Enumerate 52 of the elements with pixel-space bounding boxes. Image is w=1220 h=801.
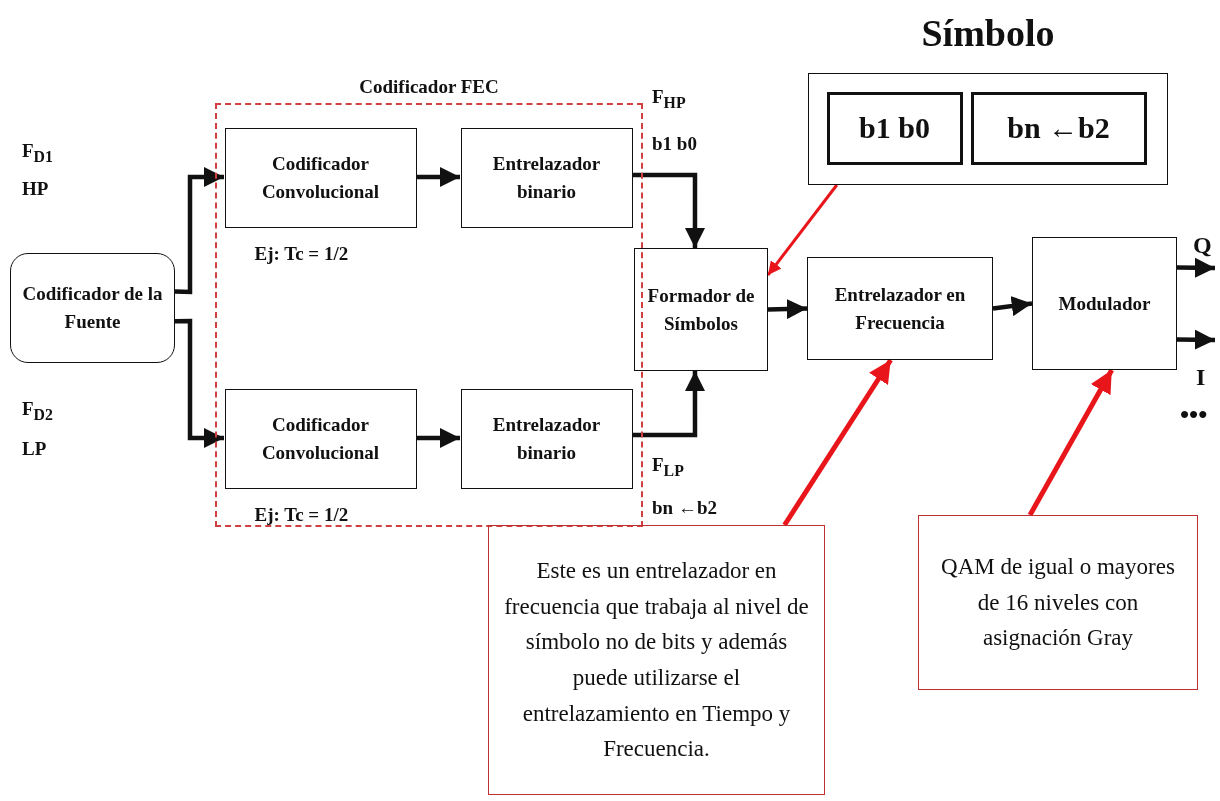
node-label: bn ←b2 (1007, 110, 1110, 147)
arrow (766, 184, 838, 276)
arrow (1176, 329, 1216, 350)
node-label: Entrelazador binario (491, 412, 602, 465)
process-box (634, 248, 768, 371)
process-box (807, 257, 993, 360)
node-label: b1 b0 (859, 110, 930, 147)
edge-label: Q (1193, 232, 1212, 259)
arrow (1027, 368, 1114, 517)
arrow (174, 166, 224, 295)
node-label: Codificador Convolucional (260, 151, 381, 204)
node-label: Entrelazador en Frecuencia (833, 282, 967, 335)
arrow (174, 318, 224, 449)
arrow (1176, 257, 1216, 278)
group-heading: Codificador FEC (358, 75, 500, 99)
signal-label: F$_{D2}$ (22, 398, 53, 424)
signal-label: HP (22, 178, 49, 200)
arrow (632, 371, 706, 438)
arrow (632, 172, 706, 248)
node-label: Codificador de la Fuente (21, 282, 164, 334)
process-box (224, 127, 417, 228)
bit-label: bn ←b2 (652, 497, 717, 519)
edge-label: I (1196, 364, 1206, 391)
arrow (767, 298, 808, 320)
node-label: Formador de Símbolos (646, 283, 756, 336)
bit-label: b1 b0 (652, 133, 697, 155)
node-label: Entrelazador binario (491, 151, 602, 204)
signal-label: F$_{LP}$ (652, 454, 684, 480)
node-label: Codificador Convolucional (260, 412, 381, 465)
arrow (782, 358, 893, 527)
process-box (460, 127, 633, 228)
rate-caption: Ej: Tc = 1/2 (254, 241, 349, 266)
signal-label: F$_{D1}$ (22, 140, 53, 166)
process-box (1032, 237, 1177, 370)
arrow (416, 427, 460, 449)
signal-label: F$_{HP}$ (652, 86, 686, 112)
note-box (918, 515, 1198, 690)
node-label: Modulador (1058, 291, 1151, 316)
node-label: Este es un entrelazador en frecuencia que trabaja al nivel de símbolo no de bits y además puede utilizarse el entrelazamiento en Tiempo y Frecuencia. (503, 557, 810, 764)
rate-caption: Ej: Tc = 1/2 (254, 502, 349, 527)
bit-field-box (970, 91, 1147, 165)
ellipsis-dots: ••• (1180, 400, 1208, 430)
rounded-process-box (10, 253, 175, 363)
node-label: QAM de igual o mayores de 16 niveles con asignación Gray (940, 553, 1176, 653)
signal-label: LP (22, 438, 47, 460)
arrow (992, 296, 1033, 317)
process-box (460, 388, 633, 489)
note-box (488, 525, 825, 795)
process-box (224, 388, 417, 489)
group-heading: Símbolo (920, 11, 1056, 56)
bit-field-box (826, 91, 963, 165)
arrow (416, 166, 460, 188)
